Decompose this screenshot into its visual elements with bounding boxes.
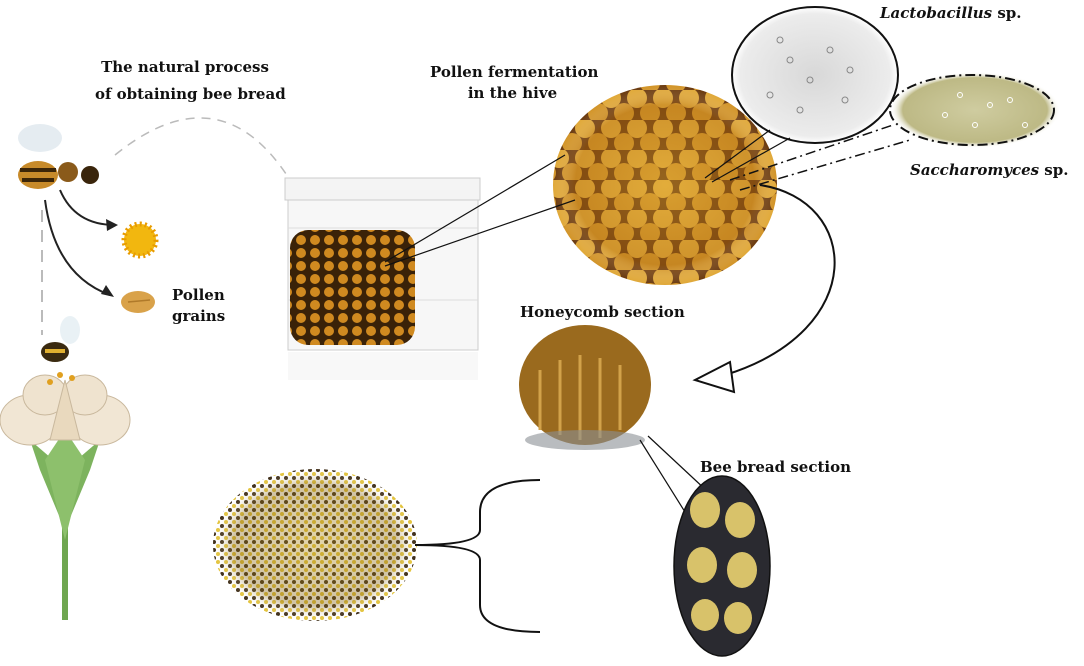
saccharomyces-suffix: sp. (1044, 161, 1069, 179)
honeycomb-section-label: Honeycomb section (520, 303, 685, 321)
saccharomyces-genus: Saccharomyces (910, 161, 1040, 179)
arrow-to-pollen-seed (44, 199, 111, 296)
pollen-label-line1: Pollen (172, 286, 225, 304)
pollen-grains-label: Pollen grains (172, 285, 225, 327)
bumblebee-icon (41, 316, 80, 362)
curved-flow-arrow (724, 184, 836, 376)
honeybee-icon (18, 124, 99, 189)
beehive-box (284, 177, 481, 380)
fermentation-title: Pollen fermentation in the hive (430, 62, 599, 104)
dashed-process-arrow (114, 117, 291, 181)
pollen-label-line2: grains (172, 307, 226, 325)
pollen-grain-spiky-icon (121, 221, 159, 259)
saccharomyces-micrograph (890, 72, 1060, 148)
fermentation-title-line2: in the hive (467, 84, 558, 102)
fermentation-title-line1: Pollen fermentation (430, 63, 599, 81)
lactobacillus-suffix: sp. (997, 4, 1022, 22)
bracket-connector (414, 479, 541, 633)
lactobacillus-label: Lactobacillus sp. (880, 0, 1022, 27)
lactobacillus-genus: Lactobacillus (880, 4, 993, 22)
process-title: The natural process of obtaining bee bre… (95, 54, 286, 108)
process-title-line2: of obtaining bee bread (95, 85, 286, 103)
hive-frame-photo (290, 230, 415, 345)
lactobacillus-micrograph (731, 6, 899, 144)
bee-bread-section-label: Bee bread section (700, 458, 852, 476)
saccharomyces-label: Saccharomyces sp. (910, 157, 1068, 184)
flower-icon (0, 372, 131, 620)
process-title-line1: The natural process (101, 58, 269, 76)
pollen-grain-oval-icon (121, 291, 155, 313)
honeycomb-section-photo (519, 325, 651, 445)
